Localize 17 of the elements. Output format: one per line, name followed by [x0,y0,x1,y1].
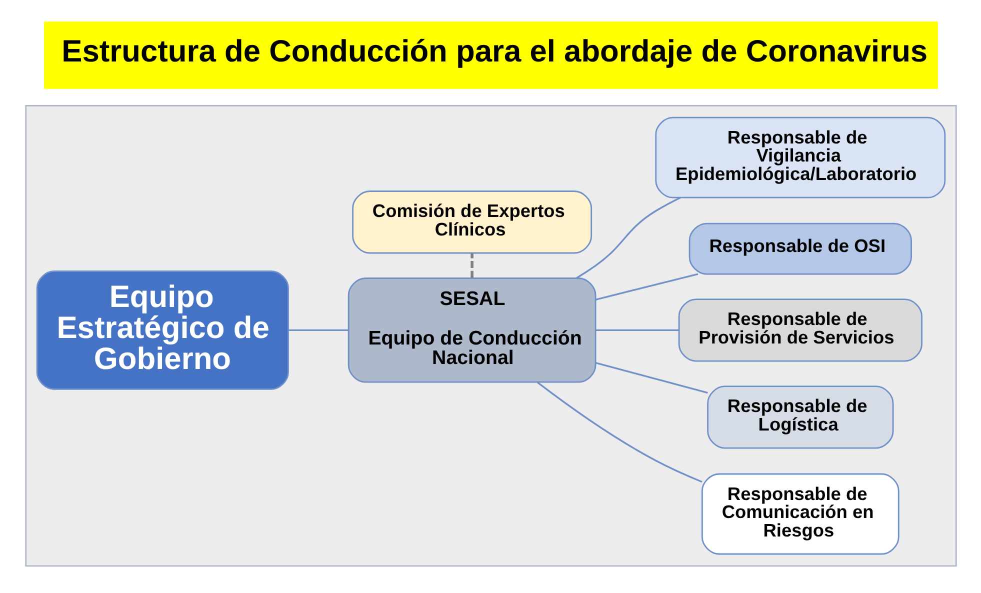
node-box: Comisión de Expertos Clínicos [352,190,592,254]
node-box: Responsable de OSI [688,222,912,275]
cluster [24,104,956,567]
diagram-title: Estructura de Conducción para el abordaje de Coronavirus [61,34,928,69]
node-box: SESAL Equipo de Conducción Nacional [347,278,596,383]
connector [595,329,678,332]
connector [536,382,702,483]
connector [288,329,348,332]
node-box: Responsable de Vigilancia Epidemiológica/Laboratorio [654,116,946,198]
node-box: Responsable de Comunicación en Riesgos [700,473,899,555]
connector [594,273,698,300]
connector [576,196,680,279]
node-box: Responsable de Logística [706,386,894,449]
connector [594,362,708,394]
node-box: Equipo Estratégico de Gobierno [36,270,288,390]
node-box: Responsable de Provisión de Servicios [678,298,922,362]
connector [470,253,473,278]
